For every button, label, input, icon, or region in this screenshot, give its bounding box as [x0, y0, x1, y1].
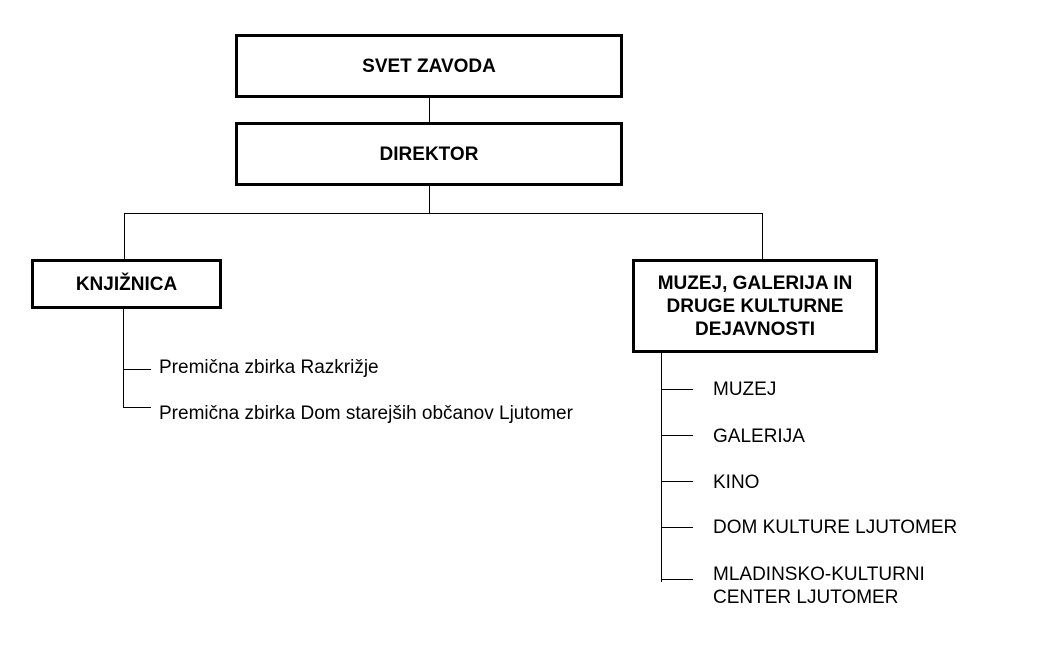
knjiznica-child-label: Premična zbirka Razkrižje: [159, 357, 379, 378]
direktor-box: DIREKTOR: [235, 122, 623, 186]
knjiznica-box: KNJIŽNICA: [31, 259, 222, 309]
muzej-child-connector: [661, 389, 693, 390]
muzej-child-connector: [661, 435, 693, 436]
muzej-child-label: MUZEJ: [713, 379, 777, 400]
direktor-label: DIREKTOR: [379, 143, 479, 165]
knjiznica-children-spine: [123, 308, 124, 408]
muzej-child-label: MLADINSKO-KULTURNI CENTER LJUTOMER: [713, 564, 925, 608]
muzej-child-connector: [661, 579, 693, 580]
connector-direktor-down: [429, 185, 430, 213]
muzej-galerija-box: MUZEJ, GALERIJA IN DRUGE KULTURNE DEJAVN…: [632, 259, 878, 353]
svet-zavoda-box: SVET ZAVODA: [235, 34, 623, 98]
knjiznica-child-connector: [123, 407, 151, 408]
connector-svet-direktor: [429, 97, 430, 123]
knjiznica-child-label: Premična zbirka Dom starejših občanov Lj…: [159, 403, 573, 424]
muzej-children-spine: [661, 352, 662, 582]
muzej-child-connector: [661, 527, 693, 528]
muzej-child-label: KINO: [713, 472, 760, 493]
connector-to-muzej: [762, 213, 763, 260]
muzej-galerija-label: MUZEJ, GALERIJA IN DRUGE KULTURNE DEJAVN…: [657, 272, 853, 340]
muzej-child-connector: [661, 481, 693, 482]
connector-to-knjiznica: [124, 213, 125, 260]
connector-branch-horizontal: [124, 213, 763, 214]
muzej-child-label: DOM KULTURE LJUTOMER: [713, 517, 958, 538]
knjiznica-label: KNJIŽNICA: [75, 273, 178, 295]
knjiznica-child-connector: [123, 369, 151, 370]
svet-zavoda-label: SVET ZAVODA: [362, 55, 496, 77]
muzej-child-label: GALERIJA: [713, 426, 805, 447]
